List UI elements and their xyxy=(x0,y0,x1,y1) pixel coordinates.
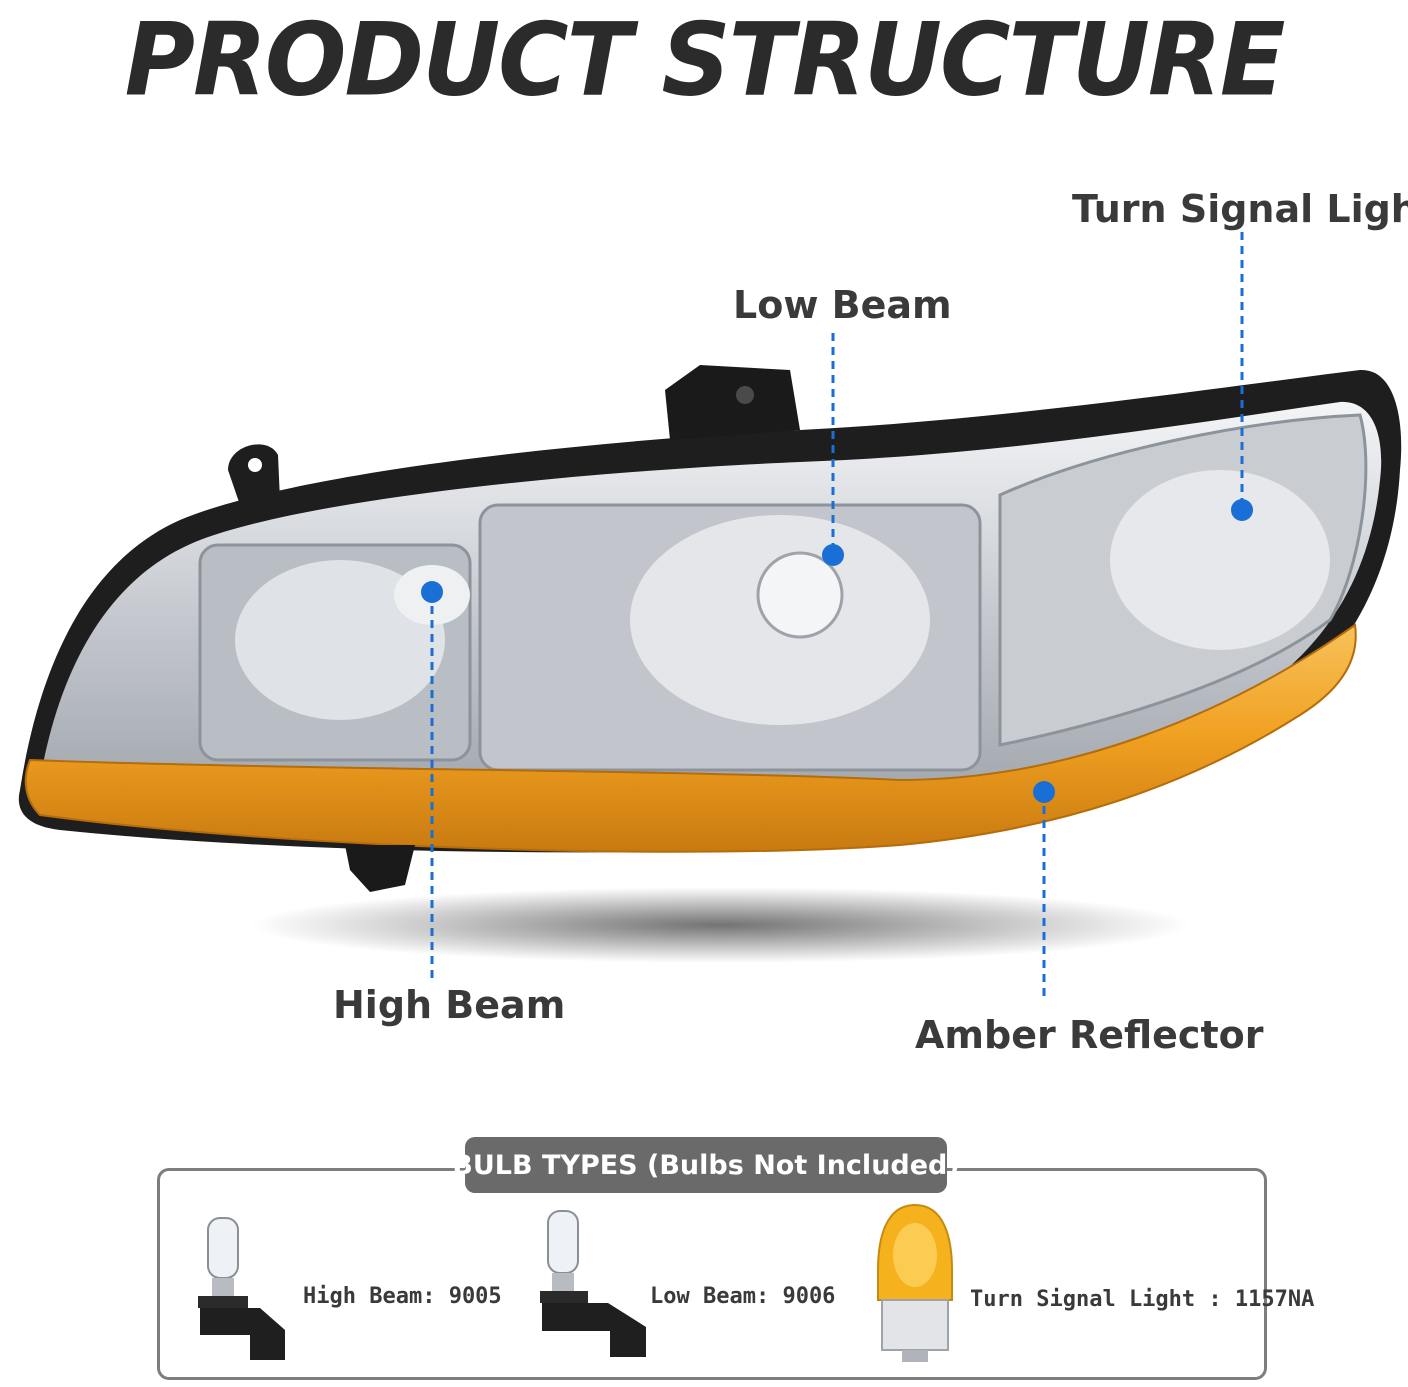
low-beam-bulb-icon xyxy=(540,1210,646,1357)
callout-high-beam: High Beam xyxy=(333,983,566,1027)
amber-reflector-dot xyxy=(1033,781,1055,803)
headlight-illustration xyxy=(18,232,1402,1000)
bottom-mount-bracket xyxy=(345,845,415,892)
side-mount-tab xyxy=(228,444,280,505)
amber-strip xyxy=(24,623,1357,853)
bulb-types-panel xyxy=(157,1168,1267,1380)
page-title: PRODUCT STRUCTURE xyxy=(124,1,1286,119)
callout-amber-reflector: Amber Reflector xyxy=(915,1013,1264,1057)
low-beam-dot xyxy=(822,544,844,566)
turn-signal-bulb-label: Turn Signal Light : 1157NA xyxy=(970,1287,1315,1312)
turn-signal-dot xyxy=(1231,499,1253,521)
callout-low-beam: Low Beam xyxy=(733,283,952,327)
callout-turn-signal: Turn Signal Light xyxy=(1072,187,1408,231)
floor-shadow xyxy=(250,887,1190,963)
turn-signal-bulb-icon xyxy=(877,1203,953,1362)
high-beam-bulb-icon xyxy=(198,1217,285,1360)
low-beam-bulb-label: Low Beam: 9006 xyxy=(650,1284,836,1309)
top-mount-bracket xyxy=(665,365,800,440)
high-beam-dot xyxy=(421,581,443,603)
bulb-types-header: BULB TYPES (Bulbs Not Included) xyxy=(452,1137,960,1193)
high-beam-bulb-label: High Beam: 9005 xyxy=(303,1284,502,1309)
